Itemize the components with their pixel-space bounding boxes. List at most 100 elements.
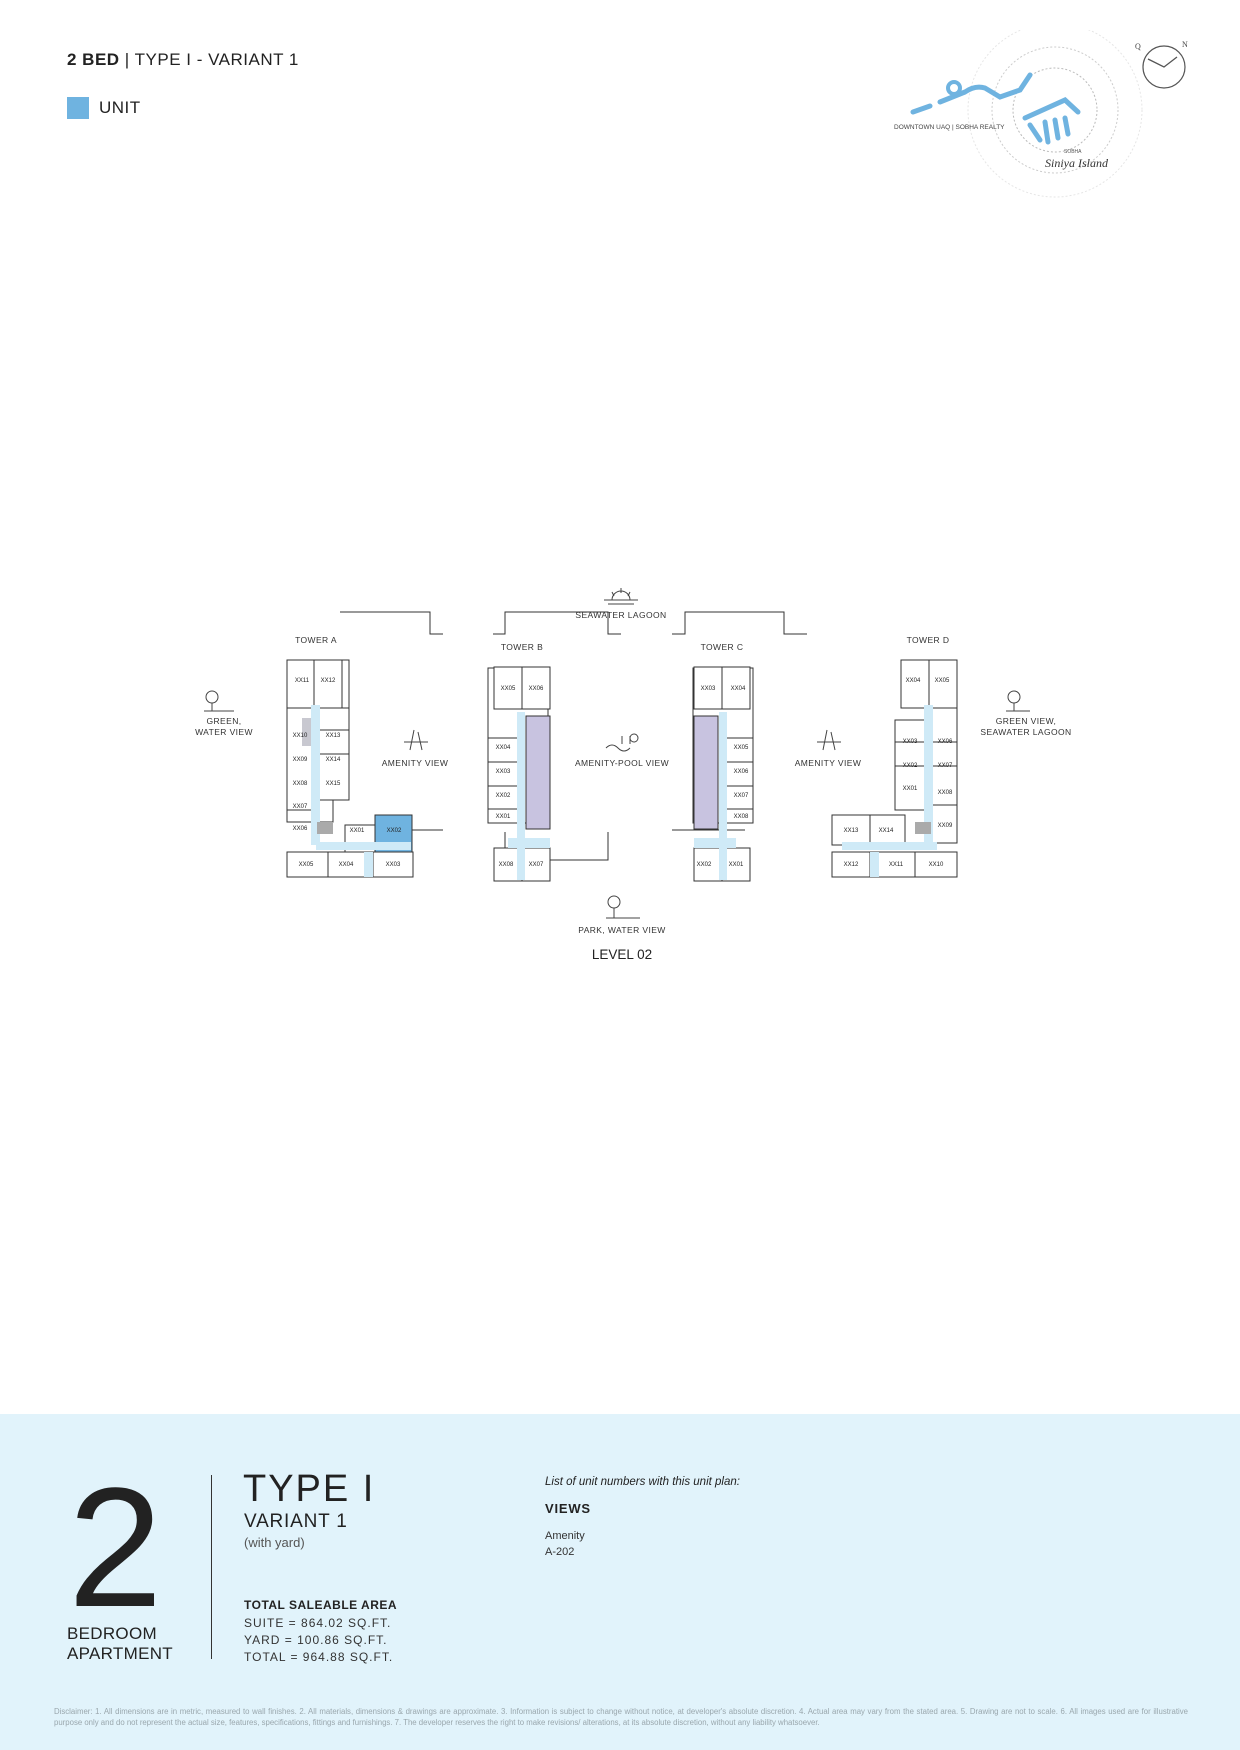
plan-title: 2 BED | TYPE I - VARIANT 1 [67, 50, 299, 70]
views-title: VIEWS [545, 1501, 591, 1516]
unit-list-label: List of unit numbers with this unit plan… [545, 1476, 740, 1488]
unit-label: XX14 [879, 828, 894, 834]
island-name: Siniya Island [1045, 156, 1109, 170]
tree-icon [606, 895, 640, 919]
unit-label: XX12 [321, 678, 336, 684]
unit-label: XX15 [326, 781, 341, 787]
unit-label: XX07 [938, 763, 953, 769]
tower-c [692, 666, 754, 882]
svg-text:Q: Q [1135, 42, 1141, 51]
unit-label: XX03 [386, 862, 401, 868]
brand-text: SOBHA [1064, 149, 1082, 155]
unit-label: XX03 [496, 769, 511, 775]
unit-label: XX07 [734, 793, 749, 799]
unit-variant: VARIANT 1 [244, 1511, 348, 1532]
amenity-mid-label: AMENITY-POOL VIEW [575, 758, 669, 768]
unit-label: XX07 [529, 862, 544, 868]
unit-label: XX03 [903, 739, 918, 745]
unit-label: XX10 [293, 733, 308, 739]
bed-count: 2 BED [67, 50, 120, 69]
unit-label: XX09 [938, 823, 953, 829]
tree-icon [1006, 690, 1030, 712]
bedroom-count: 2 [68, 1453, 163, 1643]
unit-label: XX02 [697, 862, 712, 868]
unit-label: XX03 [701, 686, 716, 692]
total-area: TOTAL = 964.88 SQ.FT. [244, 1650, 394, 1664]
unit-label: XX05 [501, 686, 516, 692]
suite-area: SUITE = 864.02 SQ.FT. [244, 1616, 392, 1630]
tower-b [487, 666, 551, 882]
unit-number: A-202 [545, 1546, 575, 1558]
compass-icon: Q N [1135, 40, 1188, 89]
yard-area: YARD = 100.86 SQ.FT. [244, 1633, 388, 1647]
unit-label: XX13 [326, 733, 341, 739]
location-text: DOWNTOWN UAQ | SOBHA REALTY [894, 124, 1005, 131]
unit-label: XX09 [293, 757, 308, 763]
coastline-icon [910, 72, 1033, 115]
unit-label: XX02 [387, 828, 402, 834]
unit-label: XX13 [844, 828, 859, 834]
disclaimer: Disclaimer: 1. All dimensions are in met… [54, 1707, 1188, 1727]
unit-note: (with yard) [244, 1535, 305, 1550]
unit-label: XX01 [350, 828, 365, 834]
unit-label: XX05 [935, 678, 950, 684]
view-item: Amenity [545, 1530, 585, 1542]
unit-label: XX04 [906, 678, 921, 684]
unit-label: XX14 [326, 757, 341, 763]
view-right-1: GREEN VIEW, [996, 716, 1057, 726]
sunset-icon [604, 588, 638, 605]
tower-c-label: TOWER C [701, 642, 744, 652]
unit-label: XX04 [496, 745, 511, 751]
unit-label: XX06 [938, 739, 953, 745]
unit-label: XX06 [293, 826, 308, 832]
unit-label: XX04 [731, 686, 746, 692]
unit-label: XX06 [529, 686, 544, 692]
unit-label: XX12 [844, 862, 859, 868]
unit-label: XX01 [496, 814, 511, 820]
unit-label: XX01 [729, 862, 744, 868]
view-top: SEAWATER LAGOON [575, 610, 666, 620]
unit-swatch [67, 97, 89, 119]
unit-label: XX04 [339, 862, 354, 868]
unit-label: XX11 [889, 862, 904, 868]
tower-d-label: TOWER D [907, 635, 950, 645]
pool-icon [605, 733, 639, 752]
summary-panel [0, 1414, 1240, 1750]
unit-label: XX08 [499, 862, 514, 868]
people-icon [817, 729, 841, 751]
view-bottom: PARK, WATER VIEW [578, 925, 665, 935]
unit-label: XX01 [903, 786, 918, 792]
svg-text:N: N [1182, 40, 1188, 49]
tower-d [831, 659, 958, 878]
unit-label: XX02 [496, 793, 511, 799]
type-variant: | TYPE I - VARIANT 1 [119, 50, 299, 69]
amenity-left-label: AMENITY VIEW [382, 758, 449, 768]
amenity-right-label: AMENITY VIEW [795, 758, 862, 768]
area-title: TOTAL SALEABLE AREA [244, 1598, 398, 1612]
level-label: LEVEL 02 [592, 947, 652, 962]
unit-label: XX06 [734, 769, 749, 775]
tower-a-label: TOWER A [295, 635, 337, 645]
people-icon [404, 729, 428, 751]
unit-label: XX02 [903, 763, 918, 769]
unit-label: XX05 [299, 862, 314, 868]
island-map-icon [1022, 97, 1081, 145]
unit-label: XX10 [929, 862, 944, 868]
amenity-outline [340, 611, 443, 831]
view-left-2: WATER VIEW [195, 727, 253, 737]
tower-a [286, 659, 414, 878]
site-logo: DOWNTOWN UAQ | SOBHA REALTY SOBHA Siniya… [894, 30, 1188, 198]
legend-label: UNIT [99, 98, 141, 117]
unit-label: XX07 [293, 804, 308, 810]
tree-icon [204, 690, 234, 712]
tower-b-label: TOWER B [501, 642, 543, 652]
unit-label: XX08 [734, 814, 749, 820]
unit-label: XX05 [734, 745, 749, 751]
unit-type: TYPE I [243, 1468, 376, 1510]
view-right-2: SEAWATER LAGOON [980, 727, 1071, 737]
unit-label: XX11 [295, 678, 310, 684]
view-left-1: GREEN, [207, 716, 242, 726]
unit-label: XX08 [293, 781, 308, 787]
unit-label: XX08 [938, 790, 953, 796]
